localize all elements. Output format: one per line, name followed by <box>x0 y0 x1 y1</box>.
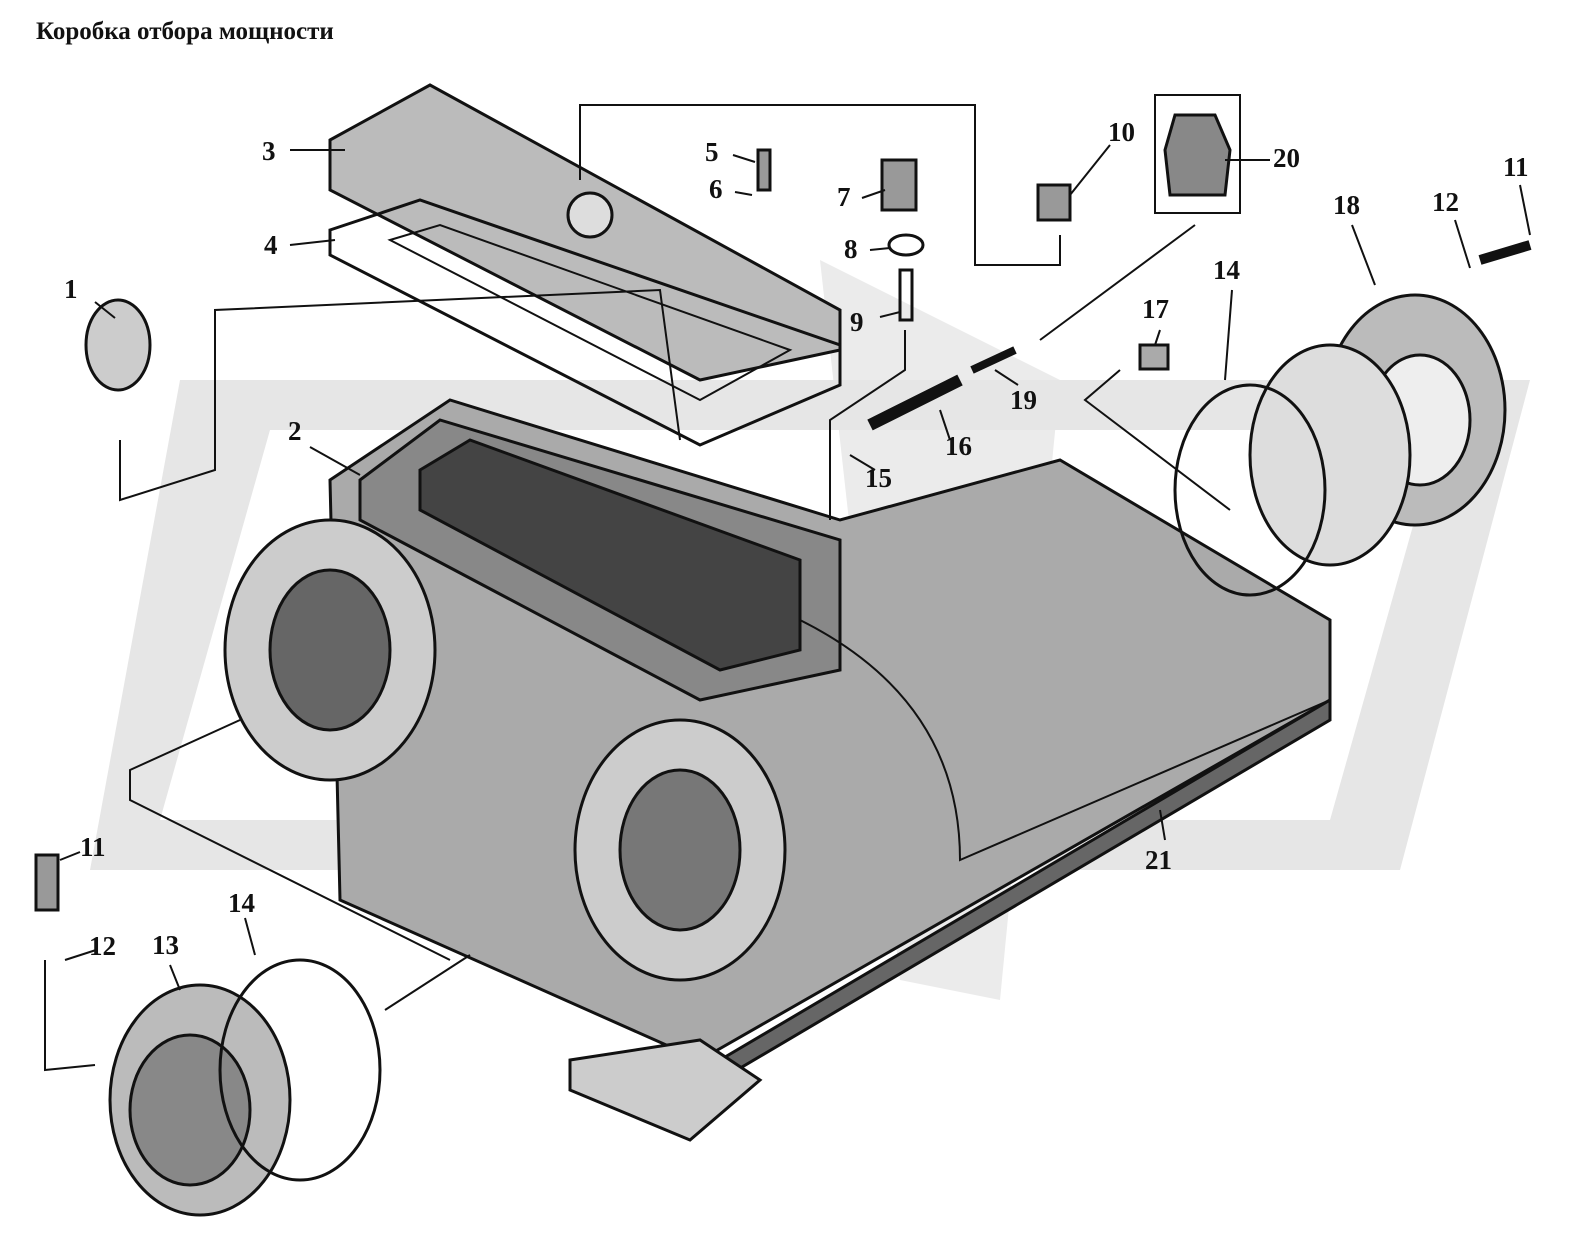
callout-label: 16 <box>945 431 972 461</box>
callout-label: 14 <box>228 888 255 918</box>
callout-label: 4 <box>264 230 278 260</box>
gasket <box>328 198 842 447</box>
callout-label: 3 <box>262 136 276 166</box>
callout-label: 1 <box>64 274 78 304</box>
callout-label: 12 <box>89 931 116 961</box>
diagram-title: Коробка отбора мощности <box>36 18 334 45</box>
callout-label: 15 <box>865 463 892 493</box>
callout-label: 21 <box>1145 845 1172 875</box>
callout-label: 20 <box>1273 143 1300 173</box>
callout-label: 14 <box>1213 255 1240 285</box>
callout-label: 17 <box>1142 294 1169 324</box>
callout-label: 2 <box>288 416 302 446</box>
callout-label: 9 <box>850 307 864 337</box>
callout-label: 12 <box>1432 187 1459 217</box>
callout-label: 11 <box>1503 152 1529 182</box>
callout-label: 10 <box>1108 117 1135 147</box>
callout-label: 7 <box>837 182 851 212</box>
callout-label: 18 <box>1333 190 1360 220</box>
callout-label: 13 <box>152 930 179 960</box>
callout-label: 8 <box>844 234 858 264</box>
callout-label: 11 <box>80 832 106 862</box>
callout-label: 5 <box>705 137 719 167</box>
callout-label: 19 <box>1010 385 1037 415</box>
callout-label: 6 <box>709 174 723 204</box>
